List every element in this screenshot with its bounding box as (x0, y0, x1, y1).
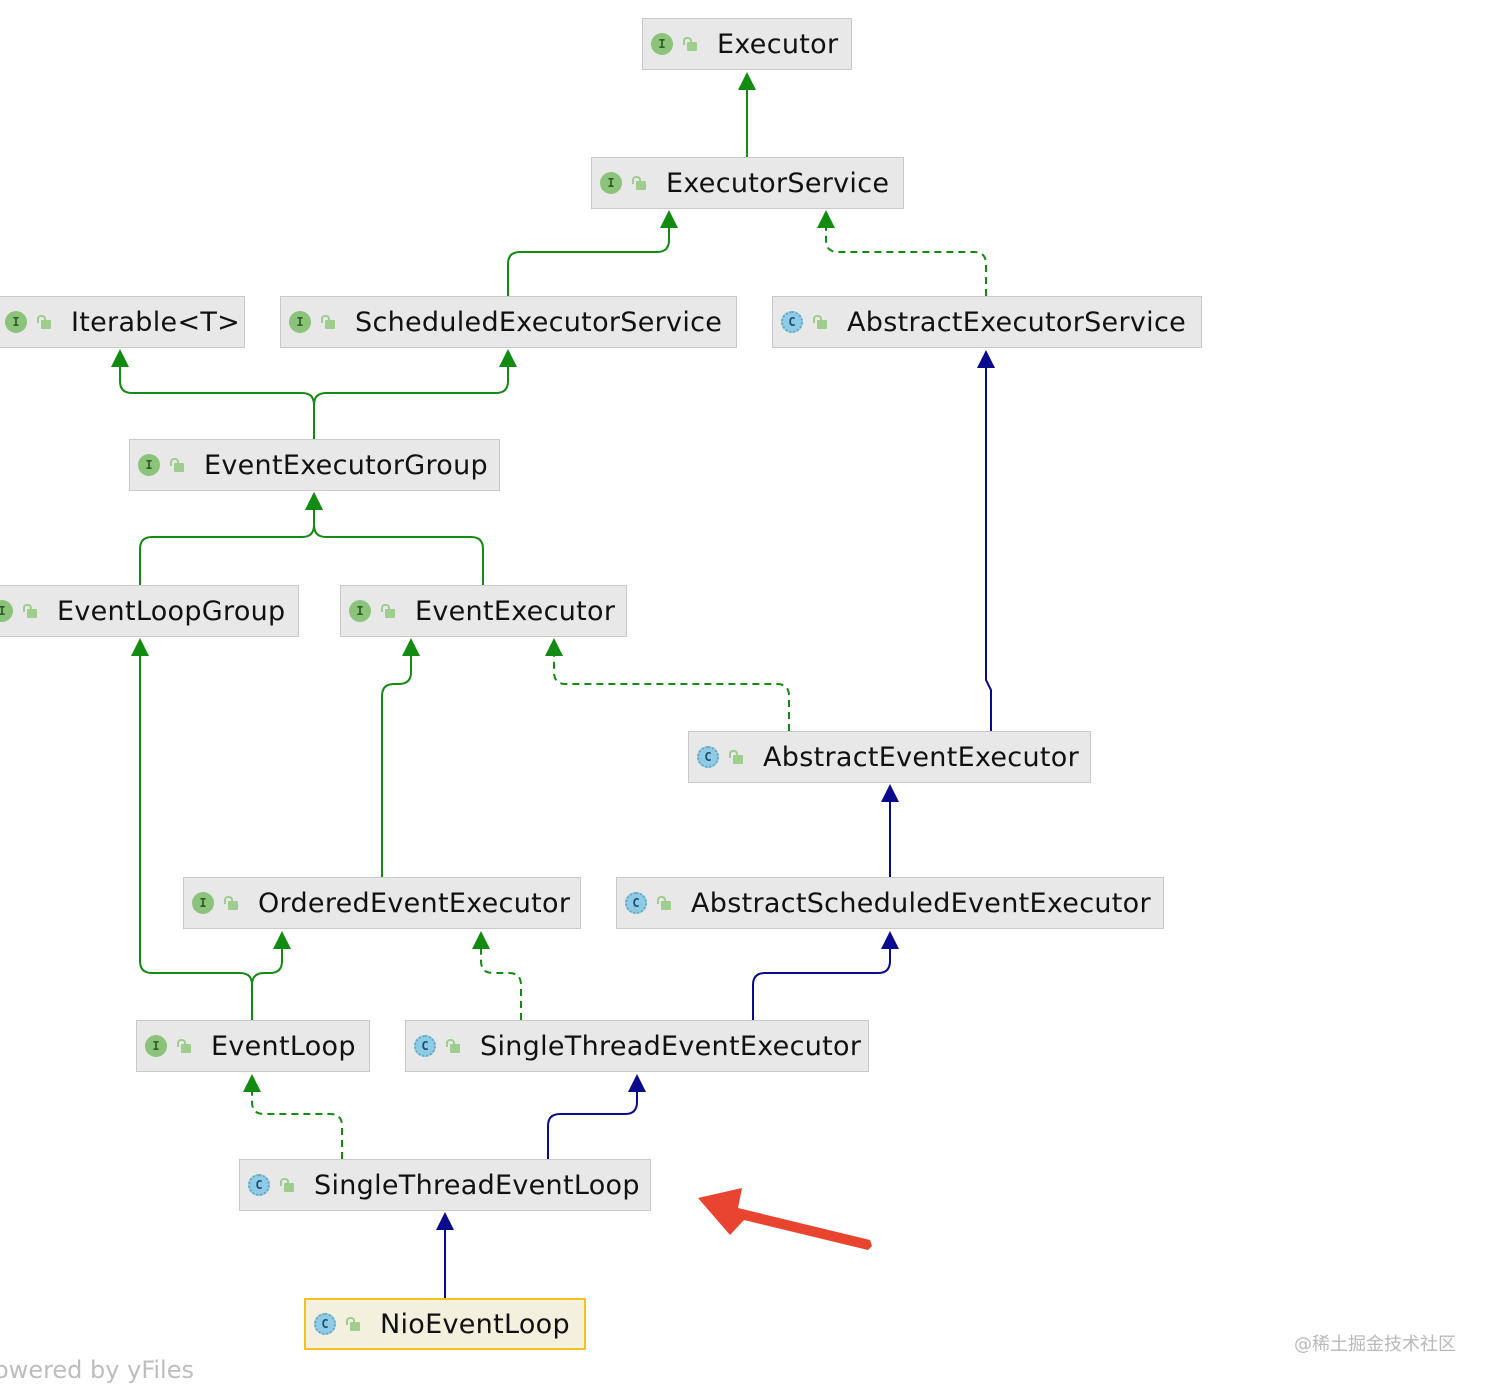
edge-single-thread-event-loop-implements-event-loop (251, 1090, 343, 1159)
edge-event-loop-group-extends-event-executor-group (139, 508, 315, 585)
edge-event-executor-group-extends-iterable (119, 365, 315, 439)
arrowhead-executor-service (817, 210, 835, 228)
public-access-icon (729, 750, 743, 764)
node-executor-service[interactable]: I ExecutorService (591, 157, 904, 209)
node-event-executor[interactable]: I EventExecutor (340, 585, 627, 637)
node-label: AbstractExecutorService (847, 306, 1187, 338)
class-icon: C (314, 1313, 336, 1335)
interface-icon: I (600, 172, 622, 194)
watermark: @稀土掘金技术社区 (1294, 1334, 1456, 1355)
node-nio-event-loop[interactable]: C NioEventLoop (304, 1298, 586, 1350)
node-label: EventExecutor (415, 595, 616, 627)
node-label: AbstractScheduledEventExecutor (691, 887, 1151, 919)
arrowhead-abstract-scheduled-event-executor (881, 931, 899, 949)
edge-abstract-executor-service-implements-executor-service (825, 226, 987, 296)
arrowhead-scheduled-executor-service (499, 349, 517, 367)
public-access-icon (346, 1317, 360, 1331)
node-label: SingleThreadEventExecutor (480, 1030, 862, 1062)
node-label: NioEventLoop (380, 1308, 570, 1340)
arrowhead-executor (738, 72, 756, 90)
edge-single-thread-event-executor-extends-abstract-scheduled-event-executor (752, 947, 891, 1020)
public-access-icon (280, 1178, 294, 1192)
node-label: ExecutorService (666, 167, 890, 199)
interface-icon: I (138, 454, 160, 476)
node-label: EventLoop (211, 1030, 356, 1062)
public-access-icon (321, 315, 335, 329)
node-event-loop[interactable]: I EventLoop (136, 1020, 370, 1072)
abstract-class-icon: C (414, 1035, 436, 1057)
node-label: Iterable<T> (71, 306, 241, 338)
node-event-loop-group[interactable]: I EventLoopGroup (0, 585, 299, 637)
yfiles-footer: owered by yFiles (0, 1356, 194, 1384)
node-abstract-scheduled-event-executor[interactable]: C AbstractScheduledEventExecutor (616, 877, 1164, 929)
interface-icon: I (0, 600, 13, 622)
node-label: EventLoopGroup (57, 595, 286, 627)
interface-icon: I (651, 33, 673, 55)
node-label: OrderedEventExecutor (258, 887, 571, 919)
edge-scheduled-executor-service-extends-executor-service (507, 226, 670, 296)
node-label: AbstractEventExecutor (763, 741, 1079, 773)
node-executor[interactable]: I Executor (642, 18, 852, 70)
edge-abstract-event-executor-extends-abstract-executor-service (985, 366, 992, 731)
public-access-icon (632, 176, 646, 190)
node-abstract-executor-service[interactable]: C AbstractExecutorService (772, 296, 1202, 348)
node-iterable[interactable]: I Iterable<T> (0, 296, 245, 348)
abstract-class-icon: C (248, 1174, 270, 1196)
arrowhead-ordered-event-executor (472, 931, 490, 949)
arrowhead-single-thread-event-loop (436, 1212, 454, 1230)
node-scheduled-executor-service[interactable]: I ScheduledExecutorService (280, 296, 737, 348)
arrowhead-event-executor (402, 638, 420, 656)
node-ordered-event-executor[interactable]: I OrderedEventExecutor (183, 877, 581, 929)
node-abstract-event-executor[interactable]: C AbstractEventExecutor (688, 731, 1091, 783)
node-label: ScheduledExecutorService (355, 306, 723, 338)
node-label: Executor (717, 28, 839, 60)
abstract-class-icon: C (625, 892, 647, 914)
public-access-icon (683, 37, 697, 51)
arrowhead-iterable (111, 349, 129, 367)
public-access-icon (23, 604, 37, 618)
interface-icon: I (192, 892, 214, 914)
public-access-icon (446, 1039, 460, 1053)
edge-event-loop-extends-event-loop-group (139, 654, 253, 1020)
public-access-icon (224, 896, 238, 910)
node-label: SingleThreadEventLoop (314, 1169, 640, 1201)
interface-icon: I (349, 600, 371, 622)
red-arrow-icon (698, 1188, 872, 1250)
edge-single-thread-event-executor-implements-ordered-event-executor (480, 947, 522, 1020)
abstract-class-icon: C (697, 746, 719, 768)
node-single-thread-event-loop[interactable]: C SingleThreadEventLoop (239, 1159, 651, 1211)
arrowhead-abstract-executor-service (977, 350, 995, 368)
node-label: EventExecutorGroup (204, 449, 488, 481)
interface-icon: I (5, 311, 27, 333)
arrowhead-single-thread-event-executor (628, 1074, 646, 1092)
public-access-icon (657, 896, 671, 910)
arrowhead-event-loop-group (131, 638, 149, 656)
public-access-icon (37, 315, 51, 329)
node-event-executor-group[interactable]: I EventExecutorGroup (129, 439, 500, 491)
arrowhead-ordered-event-executor (273, 931, 291, 949)
node-single-thread-event-executor[interactable]: C SingleThreadEventExecutor (405, 1020, 869, 1072)
edge-abstract-event-executor-implements-event-executor (553, 654, 790, 731)
arrowhead-abstract-event-executor (881, 784, 899, 802)
arrowhead-executor-service (660, 210, 678, 228)
arrowhead-event-executor (545, 638, 563, 656)
edge-event-executor-extends-event-executor-group (313, 508, 484, 585)
arrowhead-event-executor-group (305, 492, 323, 510)
interface-icon: I (289, 311, 311, 333)
edge-event-loop-extends-ordered-event-executor (251, 947, 283, 1020)
interface-icon: I (145, 1035, 167, 1057)
public-access-icon (813, 315, 827, 329)
abstract-class-icon: C (781, 311, 803, 333)
public-access-icon (177, 1039, 191, 1053)
edge-event-executor-group-extends-scheduled-executor-service (313, 365, 509, 439)
public-access-icon (381, 604, 395, 618)
edge-ordered-event-executor-extends-event-executor (381, 654, 412, 877)
edge-single-thread-event-loop-extends-single-thread-event-executor (547, 1090, 638, 1159)
public-access-icon (170, 458, 184, 472)
arrowhead-event-loop (243, 1074, 261, 1092)
